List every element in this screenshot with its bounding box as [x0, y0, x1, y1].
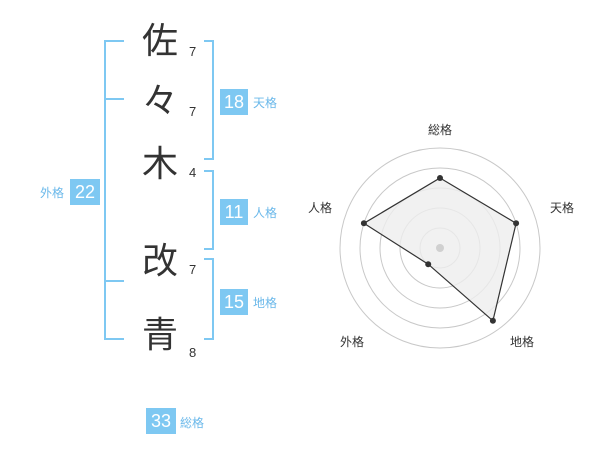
chikaku-value-badge: 15: [220, 289, 248, 315]
jinkaku-bracket-bottom: [204, 248, 214, 250]
gaikaku-bracket-tick-2: [104, 98, 124, 100]
chikaku-bracket-bottom: [204, 338, 214, 340]
tenkaku-value-badge: 18: [220, 89, 248, 115]
chikaku-bracket-line: [212, 258, 214, 340]
stroke-count-3: 4: [189, 165, 197, 180]
gaikaku-label: 外格: [40, 186, 65, 200]
jinkaku-label: 人格: [253, 206, 278, 220]
soukaku-value-badge: 33: [146, 408, 176, 434]
radar-axis-label-gaikaku: 外格: [340, 335, 365, 349]
stroke-count-1: 7: [189, 44, 197, 59]
radar-axis-label-tenkaku: 天格: [550, 201, 575, 215]
name-char-3: 木: [141, 144, 178, 185]
radar-ring-1: [419, 227, 461, 269]
radar-ring-4: [359, 167, 521, 329]
chikaku-bracket-top: [204, 258, 214, 260]
gaikaku-bracket-bottom: [104, 338, 124, 340]
jinkaku-bracket-line: [212, 170, 214, 250]
radar-axis-label-soukaku: 総格: [428, 123, 453, 137]
name-char-1: 佐: [141, 21, 178, 62]
name-char-2: 々: [141, 81, 178, 122]
radar-point-5: [360, 220, 367, 227]
radar-series-polygon: [362, 177, 517, 322]
radar-point-1: [437, 175, 443, 181]
jinkaku-bracket-top: [204, 170, 214, 172]
jinkaku-value-badge: 11: [220, 199, 248, 225]
tenkaku-bracket-bottom: [204, 158, 214, 160]
name-char-5: 青: [141, 315, 178, 356]
stroke-count-5: 8: [189, 345, 197, 360]
tenkaku-bracket-top: [204, 40, 214, 42]
radar-ring-2: [399, 207, 481, 289]
radar-axis-label-jinkaku: 人格: [308, 201, 333, 215]
chikaku-label: 地格: [253, 296, 278, 310]
gaikaku-bracket-tick-4: [104, 280, 124, 282]
name-char-4: 改: [141, 241, 178, 282]
radar-ring-5: [339, 147, 541, 349]
tenkaku-label: 天格: [253, 96, 278, 110]
gaikaku-bracket-line: [104, 40, 106, 340]
radar-center-dot: [436, 244, 444, 252]
radar-point-4: [425, 261, 432, 268]
tenkaku-bracket-line: [212, 40, 214, 160]
radar-axis-label-chikaku: 地格: [510, 335, 535, 349]
radar-point-2: [513, 220, 520, 227]
gaikaku-bracket-top: [104, 40, 124, 42]
soukaku-label: 総格: [180, 416, 205, 430]
stroke-count-2: 7: [189, 104, 197, 119]
radar-ring-3: [379, 187, 501, 309]
radar-point-3: [489, 317, 496, 324]
gaikaku-value-badge: 22: [70, 179, 100, 205]
radar-background: [340, 148, 540, 348]
stroke-count-4: 7: [189, 262, 197, 277]
